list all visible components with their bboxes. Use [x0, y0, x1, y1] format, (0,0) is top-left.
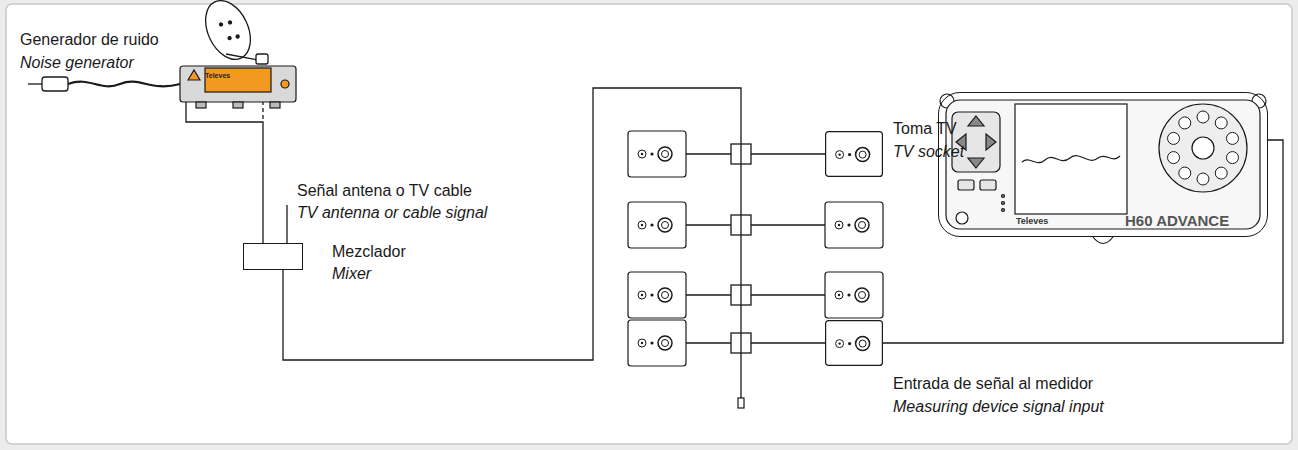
socket-symbol: [825, 320, 883, 366]
signal-label: TV antenna or cable signal: [297, 203, 487, 222]
node-label: Mixer: [332, 264, 371, 283]
power-adapter: [28, 77, 180, 91]
antenna-signal-line: [286, 205, 287, 243]
tv-socket: Toma TVTV socket: [825, 131, 883, 177]
noise-generator-device: [180, 66, 296, 108]
satellite-dish: [197, 0, 268, 67]
node-label: Mezclador: [332, 242, 406, 261]
coax-cable: [186, 102, 263, 243]
tv-socket: Entrada de señal al medidorMeasuring dev…: [825, 320, 883, 366]
meter-device: [940, 94, 1266, 244]
node-label: Noise generator: [20, 53, 134, 72]
node-label: Generador de ruido: [20, 30, 159, 49]
noise-generator: Generador de ruidoNoise generatorTeleves: [180, 66, 296, 102]
node-label: Measuring device signal input: [893, 397, 1104, 416]
brand-label: Televes: [205, 72, 230, 80]
panel: [6, 4, 1292, 444]
node-label: H60 ADVANCE: [1125, 212, 1229, 230]
mixer-box: MezcladorMixer: [243, 243, 303, 270]
node-label: TV socket: [893, 142, 964, 161]
socket-array: [628, 131, 883, 366]
meter-housing: Televes H60 ADVANCE: [938, 92, 1268, 237]
node-label: Entrada de señal al medidor: [893, 374, 1093, 393]
socket-symbol: [825, 131, 883, 177]
trunk-cable: [283, 88, 741, 398]
signal-label: Señal antena o TV cable: [297, 181, 472, 200]
node-label: Toma TV: [893, 119, 957, 138]
brand-label: Televes: [1016, 216, 1048, 227]
coax-cable: [883, 140, 1283, 343]
terminator: [738, 398, 744, 408]
